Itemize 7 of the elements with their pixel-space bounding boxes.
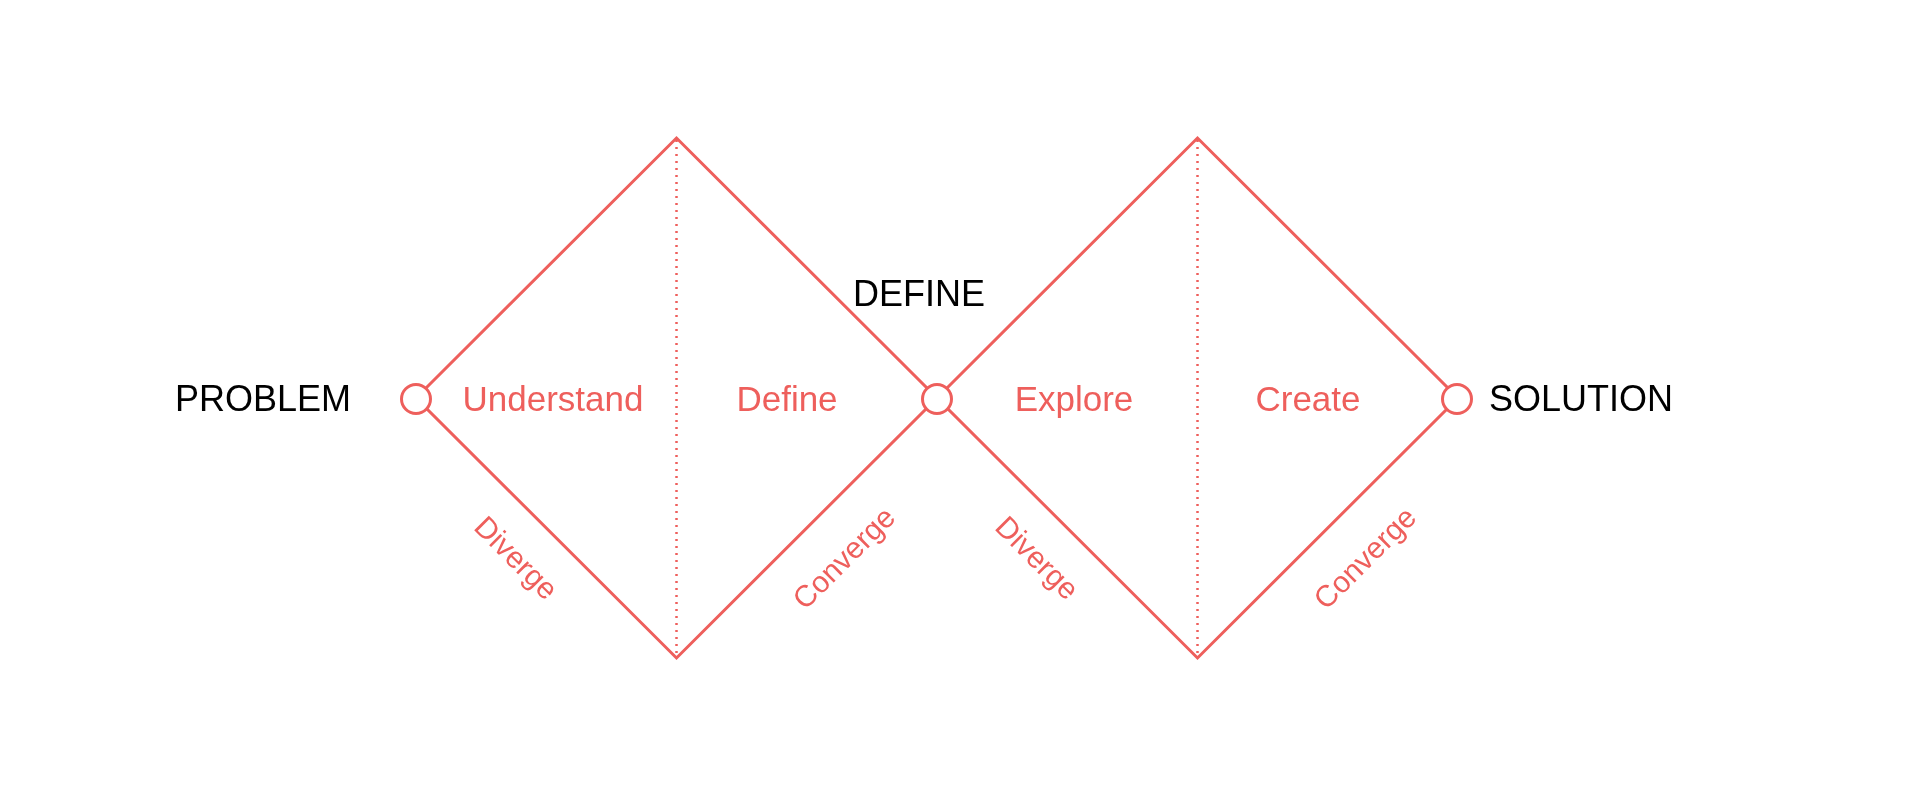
phase-label: Define (736, 379, 838, 419)
phase-label: Create (1255, 379, 1361, 419)
stage-label: PROBLEM (175, 378, 352, 420)
stage-label: DEFINE (853, 273, 985, 315)
stage-label: SOLUTION (1489, 378, 1674, 420)
phase-label: Explore (1014, 379, 1134, 419)
phase-label: Understand (462, 379, 644, 419)
